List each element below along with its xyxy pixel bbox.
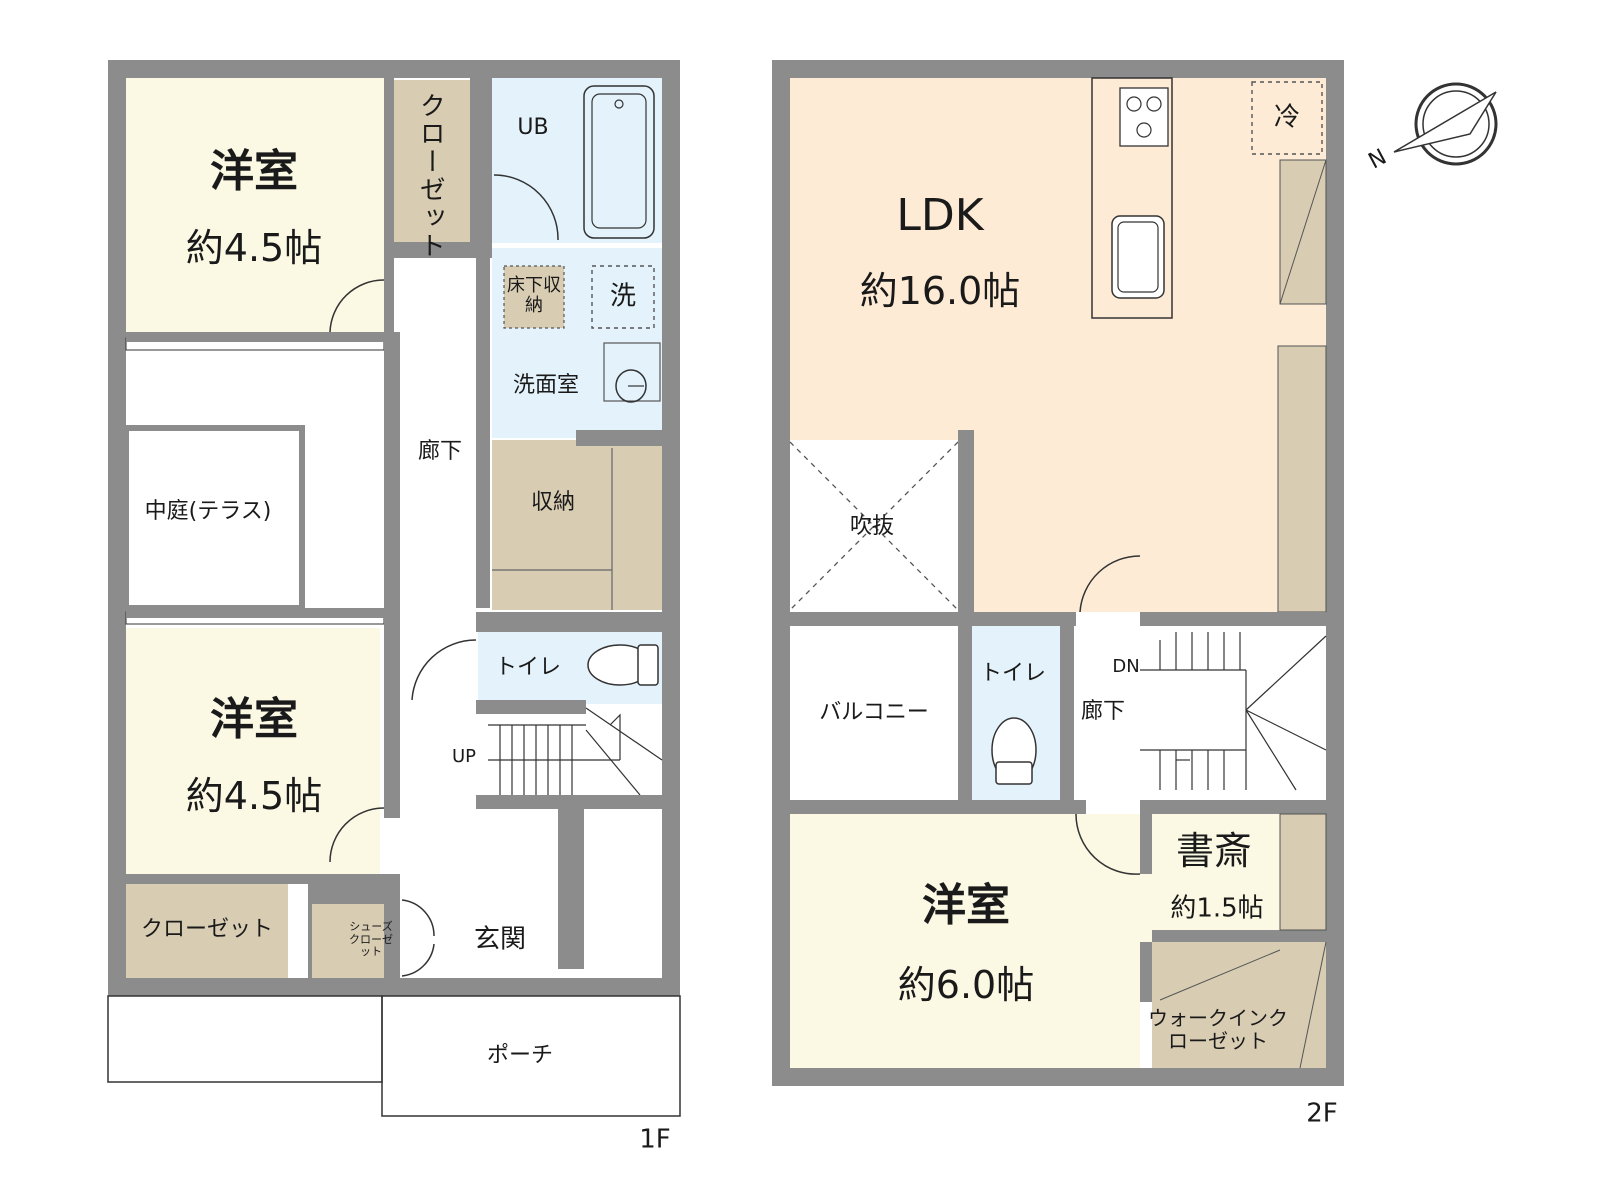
label-closet-1f-bottom: クローゼット (140, 916, 274, 942)
room-bedroom-1f-bottom (126, 628, 380, 874)
room-bedroom-1f-top (126, 78, 384, 332)
washing-machine-icon (591, 265, 655, 329)
label-toilet-2f: トイレ (979, 660, 1047, 686)
underfloor-storage (503, 265, 565, 329)
label-underfloor-storage: 床下収納 (507, 275, 561, 316)
label-courtyard: 中庭(テラス) (144, 498, 272, 524)
label-bedroom-1f-bottom-size: 約4.5帖 (185, 774, 323, 819)
floor-2f (772, 60, 1498, 1086)
label-hallway-1f: 廊下 (417, 438, 463, 464)
label-hallway-2f: 廊下 (1080, 698, 1126, 724)
room-closet-1f-bottom (126, 884, 288, 978)
label-bedroom-1f-bottom: 洋室 (210, 693, 298, 745)
courtyard-terrace (123, 425, 305, 611)
label-washer: 洗 (609, 281, 637, 312)
room-bedroom-2f (790, 814, 1152, 1068)
label-ub: UB (517, 114, 549, 140)
room-walk-in-closet (1152, 942, 1326, 1068)
sink-icon (603, 342, 661, 402)
stairs-1f (488, 707, 663, 796)
label-study: 書斎 (1175, 829, 1253, 874)
fridge-space (1251, 81, 1323, 155)
label-study-size: 約1.5帖 (1170, 893, 1264, 924)
label-shoe-closet: シューズクローゼット (349, 920, 393, 959)
label-storage: 収納 (530, 489, 576, 515)
label-up: UP (451, 746, 477, 768)
label-fridge: 冷 (1273, 102, 1301, 133)
label-entrance: 玄関 (473, 924, 527, 955)
room-shoe-closet (312, 904, 384, 978)
label-dn: DN (1112, 656, 1140, 678)
stove-icon (1119, 87, 1169, 147)
floor-1f (107, 60, 681, 1117)
label-floor-1f: 1F (639, 1124, 671, 1155)
kitchen-sink-icon (1111, 215, 1165, 299)
label-bedroom-1f-top-size: 約4.5帖 (185, 226, 323, 271)
label-bedroom-1f-top: 洋室 (210, 145, 298, 197)
label-washroom: 洗面室 (512, 372, 580, 398)
label-balcony: バルコニー (819, 699, 929, 725)
room-storage (492, 440, 662, 610)
label-ldk-size: 約16.0帖 (859, 269, 1021, 314)
label-floor-2f: 2F (1306, 1098, 1338, 1129)
kitchen-cabinet-bottom (1277, 345, 1327, 613)
porch (107, 995, 681, 1117)
balcony (790, 626, 958, 800)
stairs-2f (1140, 632, 1327, 791)
room-closet-1f-top (388, 80, 470, 242)
label-void: 吹抜 (849, 513, 895, 539)
bathtub-icon (583, 85, 655, 239)
label-ldk: LDK (896, 189, 984, 241)
void-atrium (790, 442, 958, 610)
label-porch: ポーチ (486, 1042, 554, 1068)
room-ldk (790, 78, 1326, 612)
label-bedroom-2f-size: 約6.0帖 (897, 963, 1035, 1008)
label-walk-in-closet: ウォークインクローゼット (1148, 1006, 1288, 1053)
label-bedroom-2f: 洋室 (922, 879, 1010, 931)
north-arrow-icon (1393, 82, 1498, 166)
label-closet-1f-top: クローゼット (415, 92, 446, 260)
label-toilet-1f: トイレ (494, 654, 562, 680)
